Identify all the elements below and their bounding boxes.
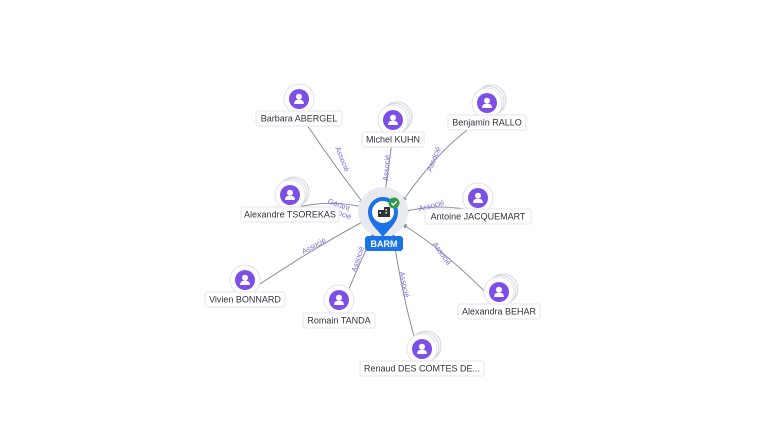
person-name: Alexandra BEHAR bbox=[462, 307, 537, 317]
check-icon bbox=[388, 197, 400, 209]
company-name: BARM bbox=[371, 239, 398, 249]
person-name: Alexandre TSOREKAS bbox=[244, 210, 336, 220]
edge-line bbox=[244, 219, 367, 295]
person-name-box bbox=[359, 360, 485, 377]
edge-vivien-bonnard: Associé bbox=[244, 219, 367, 295]
person-name-box bbox=[361, 131, 425, 148]
edge-role-label: Associé bbox=[333, 145, 351, 173]
edge-role-label: Associé bbox=[431, 240, 453, 267]
person-icon bbox=[294, 93, 304, 104]
person-name-box bbox=[457, 303, 541, 320]
nodes-layer: Barbara ABERGEL Michel KUHN Benjamin RALLO… bbox=[204, 83, 541, 377]
person-icon bbox=[240, 274, 250, 285]
person-name: Benjamin RALLO bbox=[452, 118, 522, 128]
company-name-tag bbox=[365, 236, 403, 251]
edge-role-label: Associé bbox=[397, 271, 411, 299]
person-node-vivien-bonnard[interactable]: Vivien BONNARD bbox=[204, 264, 286, 308]
company-node[interactable]: BARM bbox=[358, 187, 408, 251]
person-node-benjamin-rallo[interactable]: Benjamin RALLO bbox=[447, 84, 527, 131]
building-icon bbox=[378, 207, 390, 217]
person-icon bbox=[388, 114, 398, 125]
edge-role-label: Associé bbox=[300, 236, 327, 256]
person-node-barbara-abergel[interactable]: Barbara ABERGEL bbox=[255, 83, 343, 127]
person-icon bbox=[334, 294, 344, 305]
person-name-box bbox=[302, 312, 376, 329]
edge-role-label: Associé bbox=[381, 154, 392, 181]
edge-role-label: Associé bbox=[349, 245, 366, 273]
person-icon bbox=[482, 97, 492, 108]
person-icon bbox=[285, 189, 295, 200]
person-name-box bbox=[204, 291, 286, 308]
person-name: Barbara ABERGEL bbox=[261, 114, 338, 124]
person-name: Romain TANDA bbox=[307, 316, 370, 326]
person-node-alexandre-tsorekas[interactable]: Alexandre TSOREKAS bbox=[240, 176, 340, 223]
person-name: Renaud DES COMTES DE... bbox=[364, 364, 480, 374]
person-node-antoine-jacquemart[interactable]: Antoine JACQUEMART bbox=[424, 182, 532, 225]
person-name: Vivien BONNARD bbox=[209, 295, 281, 305]
edge-role-label: Associé bbox=[425, 145, 443, 173]
person-name-box bbox=[240, 206, 340, 223]
person-name-box bbox=[447, 114, 527, 131]
person-name-box bbox=[255, 110, 343, 127]
person-node-michel-kuhn[interactable]: Michel KUHN bbox=[361, 101, 425, 148]
person-node-alexandra-behar[interactable]: Alexandra BEHAR bbox=[457, 273, 541, 320]
person-icon bbox=[494, 286, 504, 297]
person-icon bbox=[473, 192, 483, 203]
person-node-renaud-des-comtes[interactable]: Renaud DES COMTES DE... bbox=[359, 330, 485, 377]
person-name-box bbox=[424, 208, 532, 225]
person-icon bbox=[417, 343, 427, 354]
person-name: Antoine JACQUEMART bbox=[431, 212, 526, 222]
person-node-romain-tanda[interactable]: Romain TANDA bbox=[302, 284, 376, 329]
person-name: Michel KUHN bbox=[366, 135, 420, 145]
